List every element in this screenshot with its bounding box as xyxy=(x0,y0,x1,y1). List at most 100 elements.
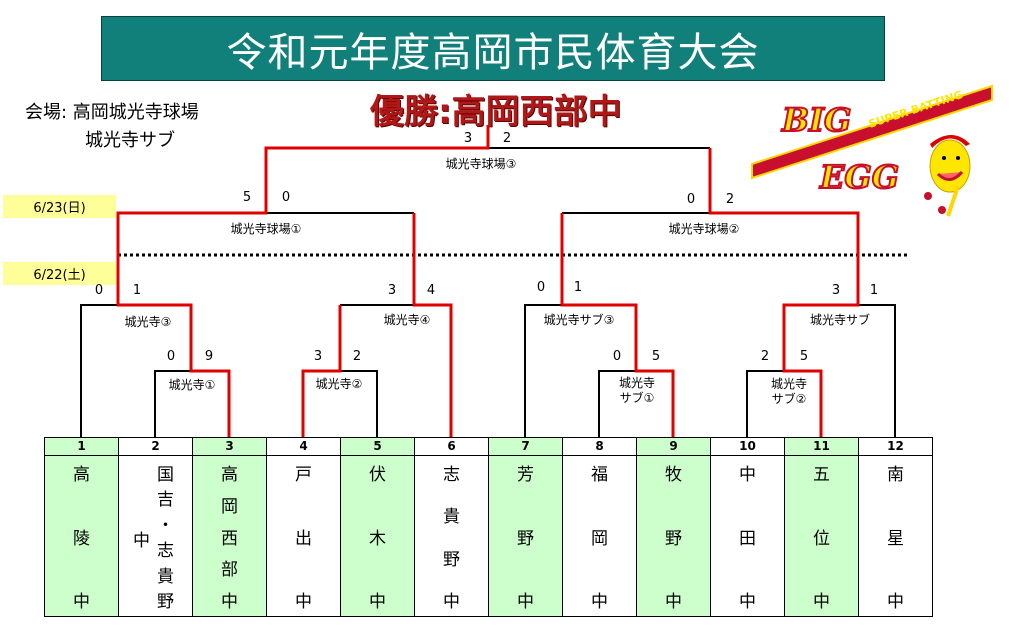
score-r2c-right: 1 xyxy=(573,280,583,295)
team-name-char: 野 xyxy=(517,528,534,549)
team-number: 10 xyxy=(710,437,785,456)
venue-r1d-line1: 城光寺 xyxy=(770,377,808,391)
team-name-char: 野 xyxy=(443,549,460,570)
line-r1d-left xyxy=(746,370,784,437)
team-name-char: 国 xyxy=(157,465,174,485)
team-number: 7 xyxy=(488,437,563,456)
score-r2d-left: 3 xyxy=(831,283,841,298)
team-name-char: 南 xyxy=(887,465,904,485)
score-r1b-left: 3 xyxy=(313,349,323,364)
venue-r2a: 城光寺③ xyxy=(124,315,172,329)
winner-path-champion xyxy=(116,125,490,437)
score-r2b-right: 4 xyxy=(426,283,436,298)
team-name-char: 位 xyxy=(813,528,830,549)
team-name-char: 部 xyxy=(221,560,238,581)
team-number: 8 xyxy=(562,437,637,456)
score-semi1-right: 0 xyxy=(281,190,291,205)
venue-r1d: 城光寺サブ② xyxy=(771,377,807,407)
line-r1c-left xyxy=(598,370,636,437)
team-name-char: 野 xyxy=(665,528,682,549)
date-label-day1: 6/22(土) xyxy=(3,262,116,285)
team-name-char: 出 xyxy=(295,528,312,549)
venue-r1c-line2: サブ① xyxy=(619,391,655,405)
team-name-char: 伏 xyxy=(369,465,386,485)
line-r1b-right xyxy=(340,370,378,437)
team-name-char: 中 xyxy=(295,592,312,612)
venue-r1d-line2: サブ② xyxy=(771,392,807,406)
venue-semi2: 城光寺球場② xyxy=(668,222,740,236)
score-r2a-left: 0 xyxy=(94,283,104,298)
score-semi2-right: 2 xyxy=(725,192,735,207)
team-name-char: 岡 xyxy=(591,528,608,549)
team-name-char: 西 xyxy=(221,528,238,549)
team-name-cell: 志貴野中 xyxy=(414,455,489,617)
score-r1c-left: 0 xyxy=(612,349,622,364)
venue-r2c: 城光寺サブ③ xyxy=(543,313,615,327)
team-name-char: 貴 xyxy=(157,566,174,587)
team-name-char: 岡 xyxy=(221,496,238,517)
score-r1b-right: 2 xyxy=(352,349,362,364)
score-r2c-left: 0 xyxy=(536,280,546,295)
team-name-char: 中 xyxy=(591,592,608,612)
team-name-cell: 高岡西部中 xyxy=(192,455,267,617)
score-final-left: 3 xyxy=(463,131,473,146)
date-label-day2: 6/23(日) xyxy=(3,195,116,218)
team-name-char: 高 xyxy=(221,465,238,485)
score-r1c-right: 5 xyxy=(651,349,661,364)
score-r2a-right: 1 xyxy=(132,283,142,298)
team-name-cell: 牧野中 xyxy=(636,455,711,617)
team-name-cell: 伏木中 xyxy=(340,455,415,617)
score-semi1-left: 5 xyxy=(242,190,252,205)
team-name-cell: 高陵中 xyxy=(44,455,119,617)
team-name-char: 田 xyxy=(739,528,756,549)
score-r1a-right: 9 xyxy=(204,349,214,364)
team-name-char: 中 xyxy=(369,592,386,612)
line-r2a-left xyxy=(80,304,118,437)
team-name-char: ・ xyxy=(157,515,174,536)
venue-r1c-line1: 城光寺 xyxy=(618,376,656,390)
team-name-char: 中 xyxy=(739,465,756,485)
line-r2d-right xyxy=(858,304,896,437)
team-name-char: 高 xyxy=(73,465,90,485)
team-number: 3 xyxy=(192,437,267,456)
team-number: 11 xyxy=(784,437,859,456)
champion-label: 優勝:高岡西部中 xyxy=(370,92,622,132)
team-number: 1 xyxy=(44,437,119,456)
line-r2c-left xyxy=(524,304,562,437)
score-r1d-right: 5 xyxy=(799,349,809,364)
team-number: 5 xyxy=(340,437,415,456)
venue-line-2: 城光寺サブ xyxy=(85,130,175,151)
page-title: 令和元年度高岡市民体育大会 xyxy=(101,16,885,81)
team-name-char: 志 xyxy=(157,541,174,562)
score-r1a-left: 0 xyxy=(166,349,176,364)
team-name-cell: 五位中 xyxy=(784,455,859,617)
team-name-char: 中 xyxy=(517,592,534,612)
venue-r2d: 城光寺サブ xyxy=(809,313,871,327)
venue-r1c: 城光寺サブ① xyxy=(619,376,655,406)
score-r1d-left: 2 xyxy=(760,349,770,364)
venue-r1b: 城光寺② xyxy=(315,377,363,391)
team-name-char: 牧 xyxy=(665,465,682,485)
team-number: 4 xyxy=(266,437,341,456)
team-number: 6 xyxy=(414,437,489,456)
team-name-cell: 南星中 xyxy=(858,455,933,617)
team-name-char: 福 xyxy=(591,465,608,485)
team-name-char: 中 xyxy=(443,591,460,612)
team-name-char: 中 xyxy=(221,592,238,612)
team-number: 9 xyxy=(636,437,711,456)
winner-path-r2c xyxy=(560,213,675,437)
winner-path-semi2 xyxy=(708,148,860,437)
team-name-char: 中 xyxy=(813,592,830,612)
score-r2d-right: 1 xyxy=(869,283,879,298)
team-name-char: 中 xyxy=(73,592,90,612)
team-name-cell: 戸出中 xyxy=(266,455,341,617)
team-name-char: 野 xyxy=(157,591,174,612)
venue-r2b: 城光寺④ xyxy=(383,313,431,327)
score-final-right: 2 xyxy=(502,131,512,146)
team-name-char: 星 xyxy=(887,528,904,549)
team-number: 12 xyxy=(858,437,933,456)
team-number: 2 xyxy=(118,437,193,456)
team-name-cell: 芳野中 xyxy=(488,455,563,617)
